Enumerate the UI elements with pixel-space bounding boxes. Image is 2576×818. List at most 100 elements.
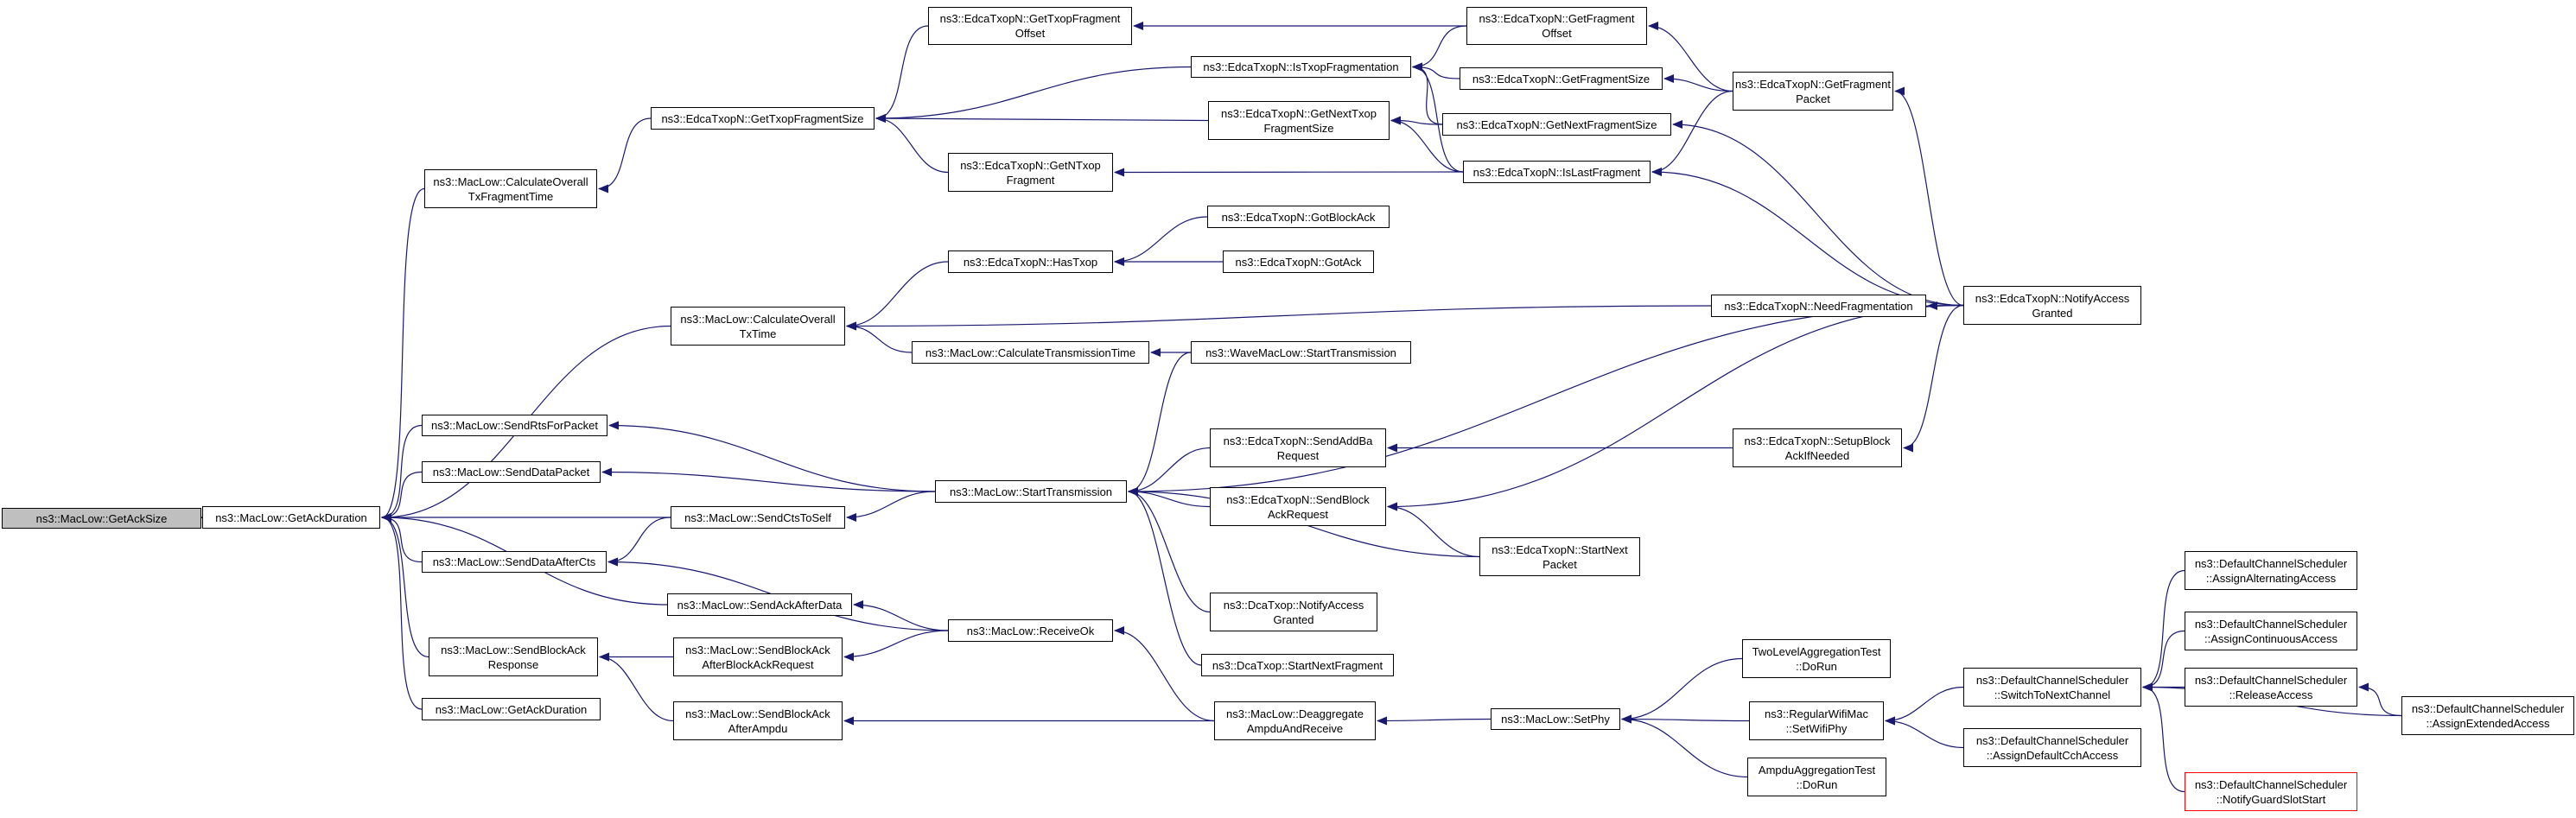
node-get-fragment-offset[interactable]: ns3::EdcaTxopN::GetFragment Offset [1466, 7, 1647, 45]
node-is-last-fragment[interactable]: ns3::EdcaTxopN::IsLastFragment [1463, 161, 1651, 183]
edge-assign-alternating-access-to-switch-to-next-channel [2142, 569, 2185, 692]
node-release-access[interactable]: ns3::DefaultChannelScheduler ::ReleaseAc… [2185, 668, 2357, 707]
edge-has-txop-to-calc-overall-tx-time [846, 261, 949, 331]
node-get-next-fragment-size[interactable]: ns3::EdcaTxopN::GetNextFragmentSize [1442, 113, 1671, 136]
node-setup-block-ack-if-needed[interactable]: ns3::EdcaTxopN::SetupBlock AckIfNeeded [1733, 428, 1902, 467]
node-assign-alternating-access[interactable]: ns3::DefaultChannelScheduler ::AssignAlt… [2185, 551, 2357, 590]
edge-receive-ok-to-send-block-ack-after-block-ack-request [843, 630, 949, 662]
edge-get-ack-duration2-to-get-ack-duration [381, 513, 423, 710]
edge-ampdu-aggregation-test-to-set-phy [1621, 714, 1748, 778]
node-is-txop-fragmentation[interactable]: ns3::EdcaTxopN::IsTxopFragmentation [1191, 56, 1411, 78]
node-assign-continuous-access[interactable]: ns3::DefaultChannelScheduler ::AssignCon… [2185, 612, 2357, 650]
edge-get-fragment-packet-to-get-fragment-offset [1648, 22, 1733, 92]
edge-send-add-ba-request-to-start-transmission [1128, 447, 1211, 496]
node-get-ack-size[interactable]: ns3::MacLow::GetAckSize [2, 508, 201, 529]
node-notify-guard-slot-start[interactable]: ns3::DefaultChannelScheduler ::NotifyGua… [2185, 772, 2357, 811]
node-send-block-ack-request[interactable]: ns3::EdcaTxopN::SendBlock AckRequest [1210, 487, 1386, 526]
node-send-cts-to-self[interactable]: ns3::MacLow::SendCtsToSelf [671, 506, 845, 529]
edge-get-fragment-packet-to-is-last-fragment [1651, 90, 1733, 176]
edge-send-block-ack-response-to-get-ack-duration [381, 513, 429, 658]
node-got-block-ack[interactable]: ns3::EdcaTxopN::GotBlockAck [1207, 206, 1390, 228]
edge-start-transmission-to-send-cts-to-self [846, 491, 936, 522]
node-get-next-txop-fragment-size[interactable]: ns3::EdcaTxopN::GetNextTxop FragmentSize [1208, 101, 1390, 140]
edge-send-block-ack-after-ampdu-to-send-block-ack-response [599, 652, 674, 722]
node-set-wifi-phy[interactable]: ns3::RegularWifiMac ::SetWifiPhy [1749, 701, 1884, 740]
edge-set-phy-to-deaggregate-ampdu-and-receive [1377, 716, 1492, 726]
edge-notify-access-granted-to-get-next-fragment-size [1672, 120, 1964, 307]
edge-get-ntxop-fragment-to-get-txop-fragment-size [875, 114, 949, 174]
node-wave-start-transmission[interactable]: ns3::WaveMacLow::StartTransmission [1191, 341, 1411, 364]
node-get-ntxop-fragment[interactable]: ns3::EdcaTxopN::GetNTxop Fragment [948, 153, 1113, 192]
edge-deaggregate-ampdu-and-receive-to-receive-ok [1114, 626, 1215, 722]
node-notify-access-granted[interactable]: ns3::EdcaTxopN::NotifyAccess Granted [1963, 286, 2141, 325]
edge-assign-continuous-access-to-switch-to-next-channel [2142, 630, 2185, 692]
node-has-txop[interactable]: ns3::EdcaTxopN::HasTxop [948, 250, 1113, 273]
node-get-ack-duration[interactable]: ns3::MacLow::GetAckDuration [202, 506, 380, 529]
edge-dca-notify-access-granted-to-start-transmission [1128, 487, 1211, 613]
edge-receive-ok-to-send-ack-after-data [853, 600, 949, 631]
edge-notify-guard-slot-start-to-switch-to-next-channel [2142, 682, 2185, 793]
node-assign-default-cch-access[interactable]: ns3::DefaultChannelScheduler ::AssignDef… [1963, 728, 2141, 767]
edge-notify-access-granted-to-send-block-ack-request [1387, 304, 1964, 511]
edge-two-level-aggregation-test-to-set-phy [1621, 657, 1743, 724]
edge-start-next-packet-to-send-block-ack-request [1387, 502, 1480, 558]
edge-get-next-txop-fragment-size-to-get-txop-fragment-size [875, 114, 1209, 124]
node-send-block-ack-after-block-ack-request[interactable]: ns3::MacLow::SendBlockAck AfterBlockAckR… [673, 637, 843, 676]
edge-calc-overall-tx-fragment-time-to-get-ack-duration [381, 187, 425, 522]
node-get-txop-fragment-offset[interactable]: ns3::EdcaTxopN::GetTxopFragment Offset [928, 7, 1132, 45]
node-send-ack-after-data[interactable]: ns3::MacLow::SendAckAfterData [667, 593, 852, 616]
edge-need-fragmentation-to-calc-overall-tx-time [846, 305, 1712, 331]
edge-send-block-ack-request-to-start-transmission [1128, 487, 1211, 508]
node-send-rts-for-packet[interactable]: ns3::MacLow::SendRtsForPacket [422, 415, 607, 436]
edge-get-fragment-offset-to-is-txop-fragmentation [1412, 25, 1467, 72]
edge-notify-access-granted-to-setup-block-ack-if-needed [1903, 304, 1964, 453]
node-get-fragment-size[interactable]: ns3::EdcaTxopN::GetFragmentSize [1460, 67, 1663, 90]
edge-is-last-fragment-to-get-ntxop-fragment [1114, 168, 1464, 177]
edge-send-data-packet-to-get-ack-duration [381, 471, 423, 522]
node-assign-extended-access[interactable]: ns3::DefaultChannelScheduler ::AssignExt… [2401, 696, 2574, 735]
node-set-phy[interactable]: ns3::MacLow::SetPhy [1491, 708, 1620, 730]
edge-switch-to-next-channel-to-set-wifi-phy [1885, 686, 1964, 726]
node-calc-transmission-time[interactable]: ns3::MacLow::CalculateTransmissionTime [912, 341, 1149, 364]
node-got-ack[interactable]: ns3::EdcaTxopN::GotAck [1223, 250, 1374, 273]
node-send-data-after-cts[interactable]: ns3::MacLow::SendDataAfterCts [422, 551, 607, 573]
node-start-transmission[interactable]: ns3::MacLow::StartTransmission [935, 480, 1127, 503]
edge-assign-extended-access-to-release-access [2358, 682, 2402, 717]
node-deaggregate-ampdu-and-receive[interactable]: ns3::MacLow::Deaggregate AmpduAndReceive [1214, 701, 1376, 740]
edge-dca-start-next-fragment-to-start-transmission [1128, 487, 1202, 666]
node-send-add-ba-request[interactable]: ns3::EdcaTxopN::SendAddBa Request [1210, 428, 1386, 467]
edge-is-txop-fragmentation-to-get-txop-fragment-size [875, 66, 1192, 123]
edge-start-transmission-to-send-data-packet [601, 467, 936, 492]
edge-assign-default-cch-access-to-set-wifi-phy [1885, 716, 1964, 749]
node-send-block-ack-response[interactable]: ns3::MacLow::SendBlockAck Response [429, 637, 598, 676]
edge-notify-access-granted-to-is-last-fragment [1651, 168, 1964, 307]
node-dca-start-next-fragment[interactable]: ns3::DcaTxop::StartNextFragment [1201, 654, 1394, 676]
edge-send-rts-for-packet-to-get-ack-duration [381, 424, 423, 522]
edge-is-last-fragment-to-get-next-txop-fragment-size [1390, 116, 1464, 173]
node-get-ack-duration2[interactable]: ns3::MacLow::GetAckDuration [422, 698, 601, 720]
node-send-data-packet[interactable]: ns3::MacLow::SendDataPacket [422, 461, 601, 483]
node-need-fragmentation[interactable]: ns3::EdcaTxopN::NeedFragmentation [1711, 295, 1926, 317]
node-dca-notify-access-granted[interactable]: ns3::DcaTxop::NotifyAccess Granted [1210, 593, 1377, 631]
node-get-fragment-packet[interactable]: ns3::EdcaTxopN::GetFragment Packet [1733, 72, 1893, 111]
edge-is-last-fragment-to-is-txop-fragmentation [1412, 62, 1464, 173]
node-send-block-ack-after-ampdu[interactable]: ns3::MacLow::SendBlockAck AfterAmpdu [673, 701, 843, 740]
edge-set-wifi-phy-to-set-phy [1621, 714, 1750, 724]
edge-get-next-fragment-size-to-is-txop-fragmentation [1412, 62, 1443, 125]
node-ampdu-aggregation-test[interactable]: AmpduAggregationTest ::DoRun [1747, 758, 1886, 796]
edge-get-fragment-packet-to-get-fragment-size [1663, 74, 1733, 92]
node-two-level-aggregation-test[interactable]: TwoLevelAggregationTest ::DoRun [1742, 639, 1891, 678]
node-start-next-packet[interactable]: ns3::EdcaTxopN::StartNext Packet [1479, 537, 1640, 576]
edge-get-txop-fragment-offset-to-get-txop-fragment-size [875, 25, 929, 123]
node-switch-to-next-channel[interactable]: ns3::DefaultChannelScheduler ::SwitchToN… [1963, 668, 2141, 707]
edge-send-data-after-cts-to-get-ack-duration [381, 513, 423, 563]
node-get-txop-fragment-size[interactable]: ns3::EdcaTxopN::GetTxopFragmentSize [651, 107, 875, 130]
node-receive-ok[interactable]: ns3::MacLow::ReceiveOk [948, 619, 1113, 642]
node-calc-overall-tx-fragment-time[interactable]: ns3::MacLow::CalculateOverall TxFragment… [424, 169, 597, 208]
edge-notify-access-granted-to-get-fragment-packet [1894, 86, 1964, 307]
edge-got-block-ack-to-has-txop [1114, 216, 1208, 266]
edge-start-transmission-to-send-rts-for-packet [608, 421, 936, 492]
edge-get-txop-fragment-size-to-calc-overall-tx-fragment-time [598, 117, 652, 193]
node-calc-overall-tx-time[interactable]: ns3::MacLow::CalculateOverall TxTime [671, 307, 845, 346]
